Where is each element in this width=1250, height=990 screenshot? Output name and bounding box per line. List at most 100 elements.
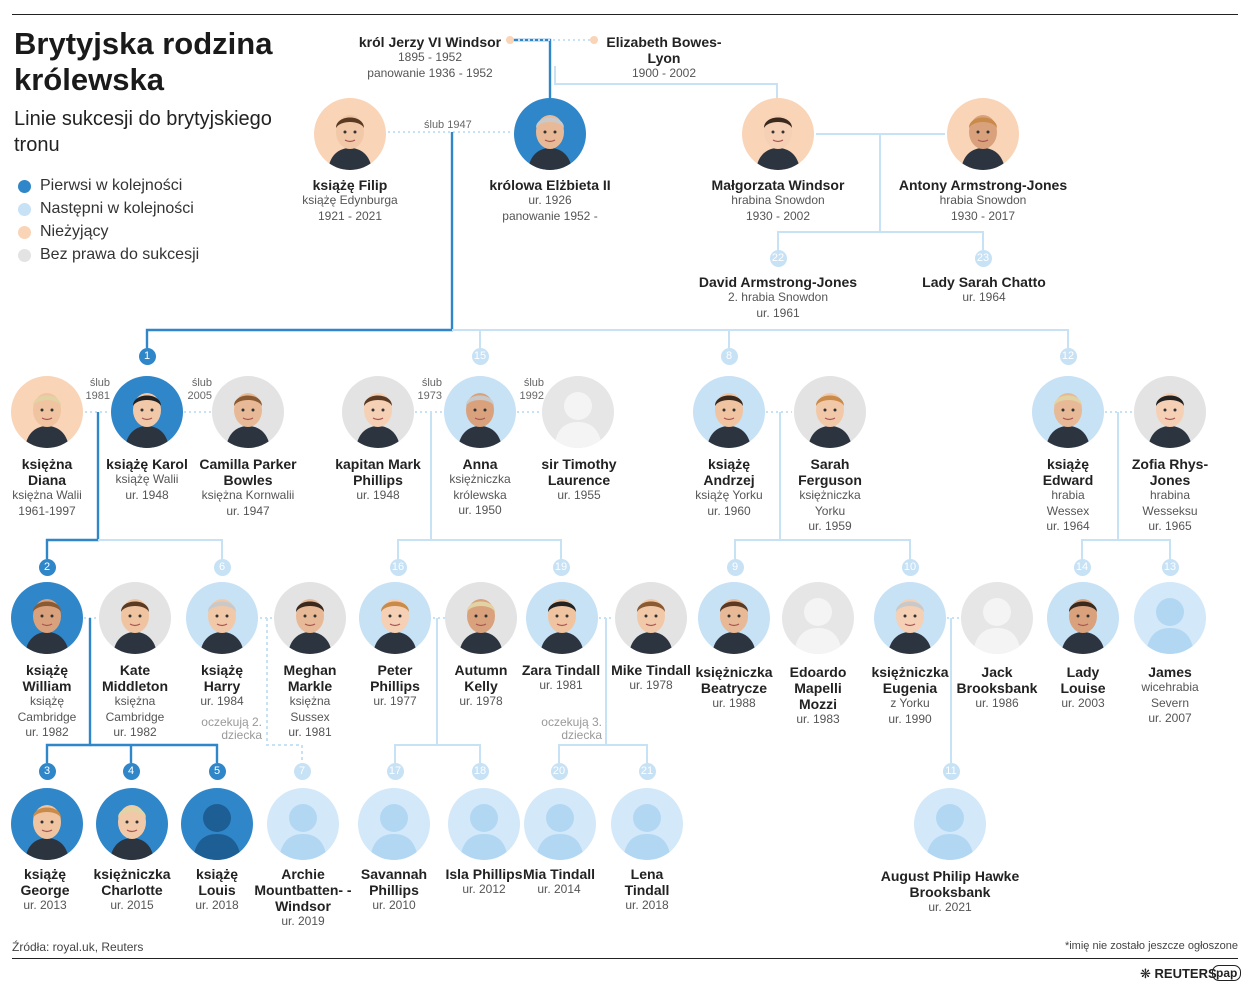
succession-number-badge: 2 xyxy=(38,558,56,576)
marriage-label: ślub 2005 xyxy=(187,377,212,402)
succession-number-badge: 19 xyxy=(552,558,570,576)
person-detail: 1921 - 2021 xyxy=(317,208,383,223)
bottom-rule xyxy=(12,958,1238,959)
portrait-photo xyxy=(314,98,386,170)
portrait-photo xyxy=(11,376,83,448)
person-detail: ur. 1982 xyxy=(113,725,157,739)
louis-photo xyxy=(181,788,253,860)
person-detail: Severn xyxy=(1150,695,1190,710)
person-name: James xyxy=(1148,664,1192,680)
meghan-photo xyxy=(274,582,346,654)
line-edward-james xyxy=(1118,539,1171,559)
person-name: książę Edward xyxy=(1042,456,1094,488)
person-detail: ur. 1948 xyxy=(125,487,169,502)
autumn-photo xyxy=(445,582,517,654)
sophie-photo xyxy=(1134,376,1206,448)
person-detail: ur. 1978 xyxy=(459,694,503,708)
person-name: księżna Diana xyxy=(21,456,73,488)
person-detail: ur. 2019 xyxy=(281,914,325,928)
person-detail: Wessex xyxy=(1046,503,1090,518)
reuters-icon: ❋ xyxy=(1140,966,1151,981)
person-detail: ur. 2010 xyxy=(372,898,416,912)
legend-label: Następni w kolejności xyxy=(40,200,194,217)
mark-photo xyxy=(342,376,414,448)
silhouette-icon xyxy=(961,582,1033,654)
person-detail: księżna Kornwalii xyxy=(201,488,295,502)
line-william-louis xyxy=(90,743,219,763)
person-detail: ur. 1986 xyxy=(975,696,1019,710)
page-title: Brytyjska rodzina królewska xyxy=(14,26,273,97)
person-detail: z Yorku xyxy=(890,696,930,710)
person-detail: ur. 1978 xyxy=(629,678,673,692)
silhouette-icon xyxy=(181,788,253,860)
line-margaret-sarah xyxy=(880,231,984,250)
person-name: Jack Brooksbank xyxy=(956,664,1038,696)
zara-photo xyxy=(526,582,598,654)
person-name: Lady Louise xyxy=(1060,664,1106,696)
portrait-photo xyxy=(526,582,598,654)
person-detail: księżna Walii xyxy=(12,488,82,502)
portrait-photo xyxy=(693,376,765,448)
succession-number-badge: 7 xyxy=(293,762,311,780)
legend-label: Nieżyjący xyxy=(40,223,109,240)
line-margaret-david xyxy=(777,134,881,250)
line-anne-zara xyxy=(431,539,562,559)
portrait-photo xyxy=(1134,376,1206,448)
succession-number-badge: 9 xyxy=(726,558,744,576)
portrait-photo xyxy=(11,788,83,860)
person-name: Małgorzata Windsor xyxy=(711,177,845,193)
mia-photo xyxy=(524,788,596,860)
silhouette-icon xyxy=(542,376,614,448)
person-detail: hrabina Snowdon xyxy=(731,193,825,207)
diana-photo xyxy=(11,376,83,448)
legend: Pierwsi w kolejności Następni w kolejnoś… xyxy=(18,176,199,268)
reuters-logo: ❋ REUTERS xyxy=(1140,966,1217,982)
person-detail: ur. 2015 xyxy=(110,898,154,912)
person-name: Lena Tindall xyxy=(624,866,670,898)
person-detail: Wesseksu xyxy=(1142,503,1198,518)
portrait-photo xyxy=(698,582,770,654)
philip-photo xyxy=(314,98,386,170)
line-zara-lena xyxy=(606,744,648,763)
succession-number-badge: 14 xyxy=(1073,558,1091,576)
person-detail: ur. 1959 xyxy=(808,519,852,533)
sources-text: Źródła: royal.uk, Reuters xyxy=(12,940,144,954)
legend-item-next: Następni w kolejności xyxy=(18,199,199,222)
person-name: książę Karol xyxy=(106,456,188,472)
person-detail: księżna xyxy=(289,694,331,708)
succession-number-badge: 1 xyxy=(138,347,156,365)
silhouette-icon xyxy=(611,788,683,860)
silhouette-icon xyxy=(358,788,430,860)
person-detail: ur. 1955 xyxy=(557,488,601,502)
person-name: książę Andrzej xyxy=(703,456,755,488)
george6-dot xyxy=(506,36,514,44)
person-detail: ur. 1982 xyxy=(25,725,69,739)
person-detail: ur. 1950 xyxy=(458,503,502,517)
portrait-photo xyxy=(96,788,168,860)
line-queen-charles xyxy=(145,132,454,348)
legend-item-no-right: Bez prawa do sukcesji xyxy=(18,245,199,268)
succession-number-badge: 11 xyxy=(942,762,960,780)
person-detail: ur. 2007 xyxy=(1148,711,1192,725)
portrait-photo xyxy=(947,98,1019,170)
kate-photo xyxy=(99,582,171,654)
portrait-photo xyxy=(11,582,83,654)
mike-photo xyxy=(615,582,687,654)
silhouette-icon xyxy=(1134,582,1206,654)
